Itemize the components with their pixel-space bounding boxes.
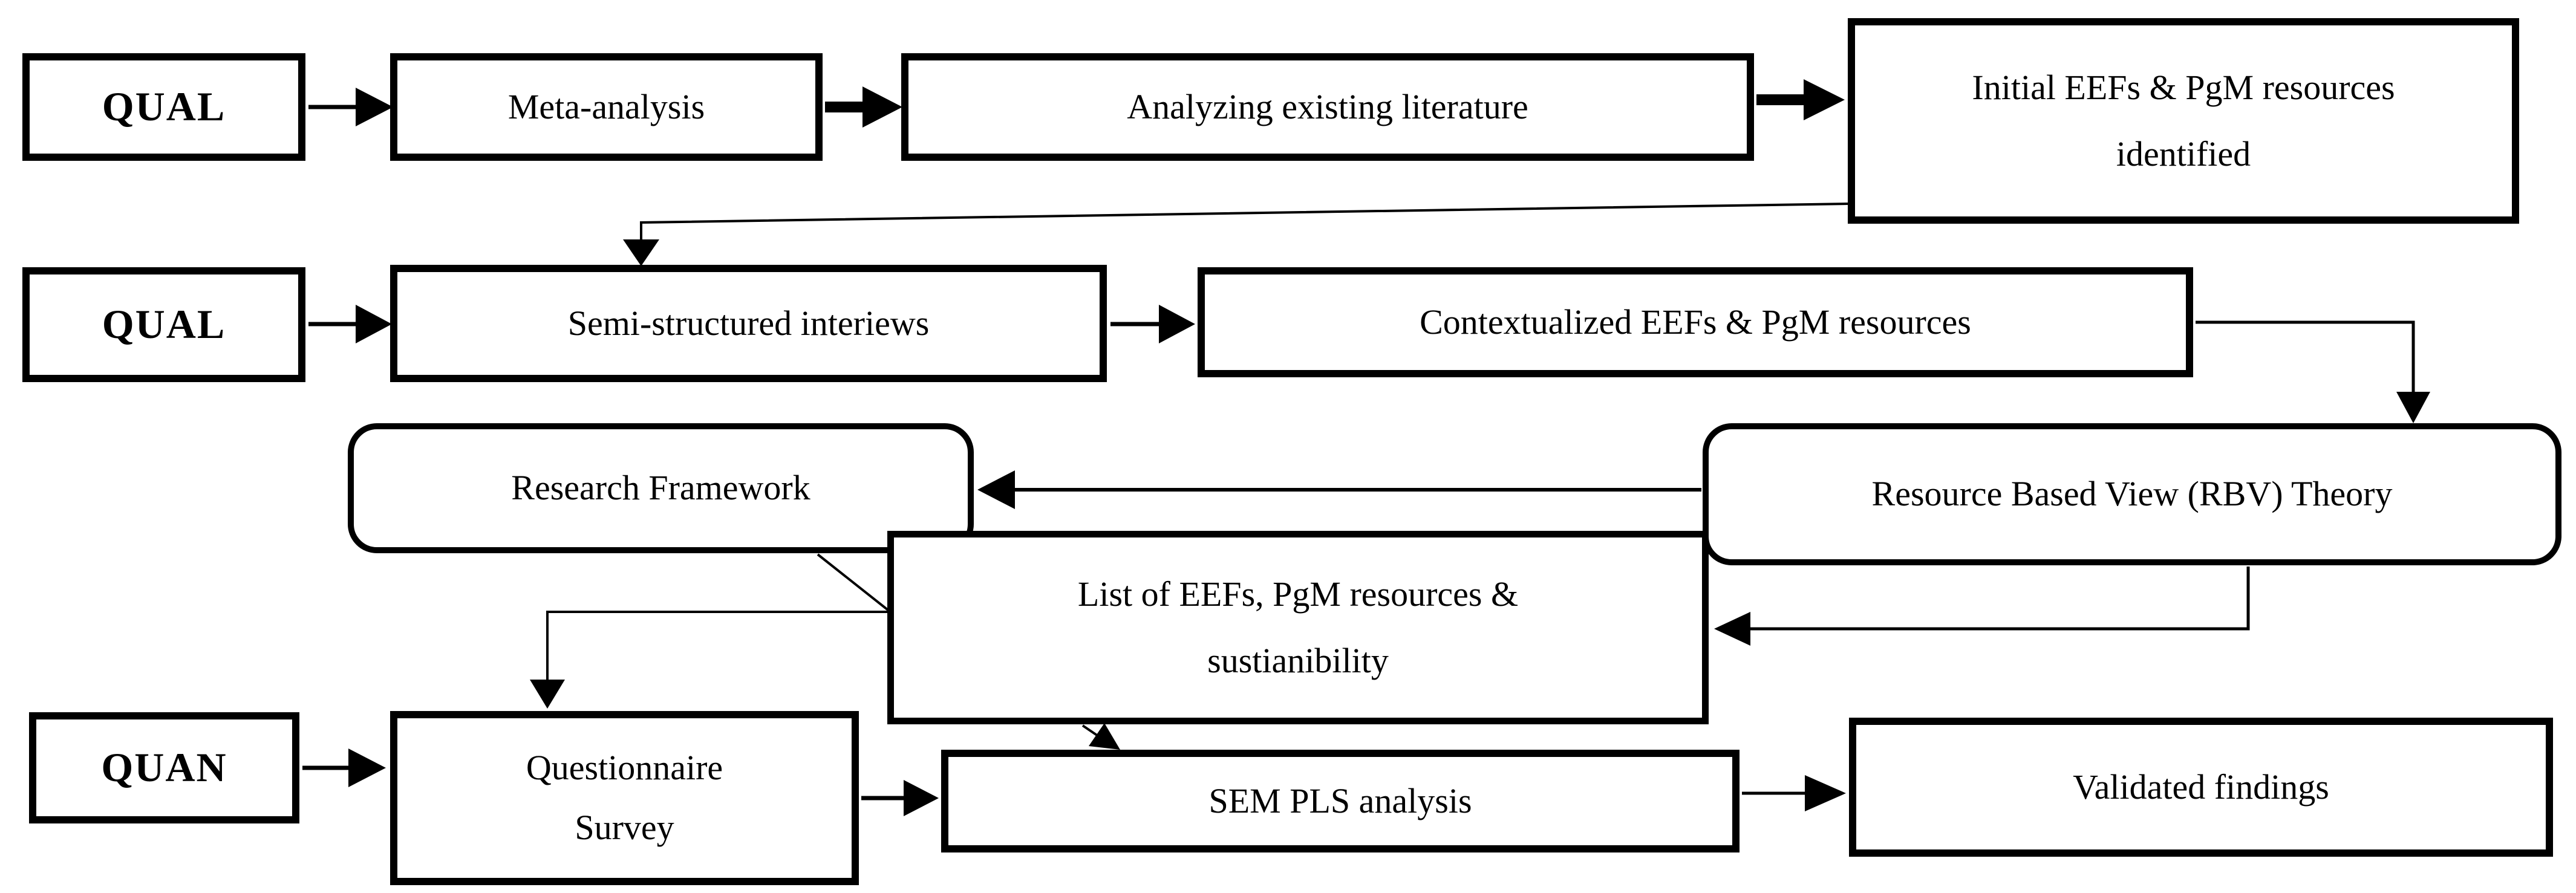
arrowhead-icon <box>356 88 393 126</box>
connector-meta-to-analyzing <box>825 86 902 128</box>
node-validated-findings: Validated findings <box>1849 718 2553 857</box>
arrowhead-icon <box>1714 612 1750 646</box>
connector-list-to-sem <box>1081 723 1120 750</box>
node-semi-structured-interviews: Semi-structured interiews <box>390 265 1107 382</box>
connector-semi-to-context <box>1110 305 1195 343</box>
connector-line <box>825 102 865 112</box>
node-analyzing-existing-literature: Analyzing existing literature <box>901 53 1754 161</box>
connector-line <box>546 553 894 682</box>
arrowhead-icon <box>530 680 565 709</box>
node-qual-phase-2: QUAL <box>22 267 305 382</box>
node-list-of-eefs-pgm-resources-sustainability: List of EEFs, PgM resources & sustianibi… <box>887 531 1709 724</box>
node-label: QUAL <box>102 83 226 130</box>
node-initial-eefs-pgm-resources: Initial EEFs & PgM resources identified <box>1848 18 2519 224</box>
node-label: Analyzing existing literature <box>1127 86 1528 126</box>
arrowhead-icon <box>862 86 902 128</box>
connector-rbv-to-rf <box>977 470 1701 509</box>
node-contextualized-eefs-pgm-resources: Contextualized EEFs & PgM resources <box>1198 267 2193 377</box>
node-label: SEM PLS analysis <box>1208 781 1472 820</box>
connector-line <box>1750 567 2250 631</box>
node-label: Resource Based View (RBV) Theory <box>1871 474 2393 514</box>
node-label: Initial EEFs & PgM resources identified <box>1972 67 2395 174</box>
arrowhead-icon <box>1159 305 1195 343</box>
connector-qual1-to-meta <box>308 88 393 126</box>
node-rbv-theory: Resource Based View (RBV) Theory <box>1703 423 2561 565</box>
connector-line <box>1756 94 1806 105</box>
connector-rbv-to-list <box>1714 567 2250 646</box>
arrowhead-icon <box>904 780 939 816</box>
node-label: Contextualized EEFs & PgM resources <box>1420 302 1971 342</box>
node-label: QUAN <box>101 744 227 791</box>
connector-rf-to-questionnaire <box>530 553 894 709</box>
connector-context-to-rbv <box>2196 320 2430 423</box>
arrowhead-icon <box>348 748 386 787</box>
node-label: QUAL <box>102 301 226 348</box>
connector-line <box>1081 724 1101 738</box>
connector-analyzing-to-initial <box>1756 79 1845 120</box>
arrowhead-icon <box>1804 79 1845 120</box>
node-label: Questionnaire Survey <box>526 748 723 847</box>
node-quan-phase: QUAN <box>29 712 299 823</box>
node-label: Validated findings <box>2073 767 2329 807</box>
connector-line <box>640 203 1848 242</box>
node-qual-phase-1: QUAL <box>22 53 305 161</box>
node-label: Research Framework <box>511 468 810 508</box>
node-meta-analysis: Meta-analysis <box>390 53 823 161</box>
node-questionnaire-survey: Questionnaire Survey <box>390 711 859 885</box>
node-label: List of EEFs, PgM resources & sustianibi… <box>1077 574 1519 680</box>
connector-quan-to-questionnaire <box>302 748 386 787</box>
node-label: Semi-structured interiews <box>567 303 930 343</box>
connector-initial-to-semi <box>623 203 1848 266</box>
connector-questionnaire-to-sem <box>861 780 939 816</box>
node-research-framework: Research Framework <box>348 423 974 553</box>
arrowhead-icon <box>1089 723 1120 750</box>
arrowhead-icon <box>2396 392 2430 423</box>
arrowhead-icon <box>977 470 1015 509</box>
connector-qual2-to-semi <box>308 305 392 343</box>
connector-sem-to-validated <box>1742 775 1846 811</box>
node-sem-pls-analysis: SEM PLS analysis <box>941 750 1740 852</box>
node-label: Meta-analysis <box>507 86 705 126</box>
arrowhead-icon <box>356 305 392 343</box>
arrowhead-icon <box>623 239 659 266</box>
connector-line <box>2196 320 2415 394</box>
arrowhead-icon <box>1805 775 1846 811</box>
